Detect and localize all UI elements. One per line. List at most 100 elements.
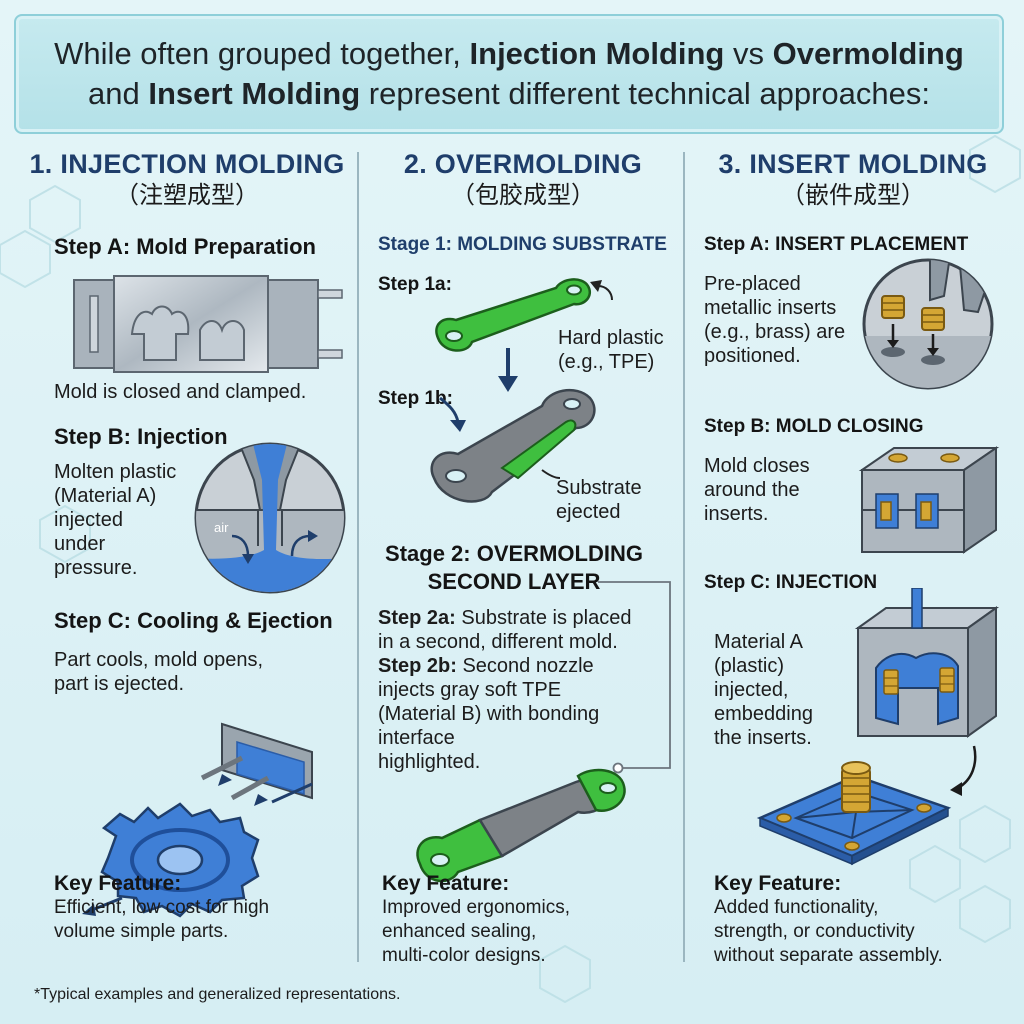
step-1b-heading: Step 1b: [378, 388, 453, 409]
text-line: Molten plastic [54, 461, 177, 483]
column-title: 3. INSERT MOLDING [718, 149, 988, 179]
overmolded-part-illustration [416, 768, 626, 883]
text-line: Step 2b: Second nozzle [378, 654, 631, 678]
key-feature-text: Improved ergonomics, enhanced sealing, m… [382, 896, 570, 968]
text-line: Efficient, low cost for high [54, 897, 270, 918]
text-line: SECOND LAYER [427, 569, 601, 594]
header-banner: While often grouped together, Injection … [14, 14, 1004, 134]
text-line: enhanced sealing, [382, 921, 537, 942]
green-substrate-illustration [435, 278, 613, 352]
column-overmolding: 2. OVERMOLDING （包胶成型） Stage 1: MOLDING S… [366, 148, 680, 966]
step-a-heading: Step A: INSERT PLACEMENT [704, 234, 969, 255]
stage-2-heading: Stage 2: OVERMOLDING SECOND LAYER [378, 540, 650, 596]
gear-ejection-illustration [82, 722, 313, 918]
text-line: Stage 2: OVERMOLDING [385, 541, 643, 566]
text-line: Pre-placed [704, 273, 801, 295]
text-line: Substrate [556, 477, 642, 499]
text-line: volume simple parts. [54, 921, 229, 942]
column-subtitle: （包胶成型） [451, 182, 595, 209]
arrow-down-icon [498, 348, 518, 392]
text-line: multi-color designs. [382, 945, 546, 966]
text-line: positioned. [704, 345, 801, 367]
key-feature-title: Key Feature: [382, 872, 510, 895]
text-line: under [54, 533, 106, 555]
finished-insert-part-illustration [756, 761, 952, 866]
step-b-text: Mold closes around the inserts. [704, 454, 810, 526]
text-line: Hard plastic [558, 327, 664, 349]
step-2a-text: Substrate is placed [455, 607, 632, 629]
text-line: Part cools, mold opens, [54, 649, 263, 671]
text-line: pressure. [54, 557, 138, 579]
step-a-heading: Step A: Mold Preparation [54, 234, 316, 259]
key-feature-title: Key Feature: [54, 872, 182, 895]
step-1b-label: Substrate ejected [556, 476, 642, 524]
text-line: Added functionality, [714, 897, 879, 918]
text-line: without separate assembly. [714, 945, 943, 966]
text-line: Mold closes [704, 455, 810, 477]
text-line: (Material B) with bonding [378, 703, 600, 725]
substrate-ejected-illustration [430, 389, 596, 503]
step-2b-label: Step 2b: [378, 655, 457, 677]
banner-line-2: and Insert Molding represent different t… [88, 74, 930, 114]
arrow-down-curved-icon [950, 745, 977, 796]
banner-line-1: While often grouped together, Injection … [54, 34, 964, 74]
text-line: (e.g., brass) are [704, 321, 846, 343]
injection-nozzle-illustration: air [194, 442, 346, 594]
text-line: part is ejected. [54, 673, 185, 695]
step-c-heading: Step C: Cooling & Ejection [54, 608, 333, 633]
step-2b-text: Second nozzle [456, 655, 594, 677]
text-line: strength, or conductivity [714, 921, 915, 942]
banner-term-injection: Injection Molding [469, 36, 725, 71]
banner-text: and [87, 76, 149, 111]
text-line: injected, [714, 679, 789, 701]
text-line: in a second, different mold. [378, 631, 618, 653]
banner-text: vs [724, 36, 773, 71]
text-line: embedding [714, 703, 813, 725]
banner-text: represent different technical approaches… [360, 76, 930, 111]
step-1a-label: Hard plastic (e.g., TPE) [558, 326, 664, 374]
text-line: (e.g., TPE) [558, 351, 655, 373]
mold-closing-illustration [858, 446, 1000, 554]
text-line: injected [54, 509, 123, 531]
step-a-text: Pre-placed metallic inserts (e.g., brass… [704, 272, 845, 368]
banner-term-overmolding: Overmolding [772, 36, 964, 71]
text-line: metallic inserts [704, 297, 837, 319]
text-line: Improved ergonomics, [382, 897, 570, 918]
column-subtitle: （注塑成型） [115, 182, 259, 209]
key-feature-text: Added functionality, strength, or conduc… [714, 896, 943, 968]
text-line: inserts. [704, 503, 769, 525]
text-line: Material A [714, 631, 803, 653]
step-c-text: Material A (plastic) injected, embedding… [714, 630, 813, 750]
text-line: injects gray soft TPE [378, 679, 562, 701]
insert-injection-illustration [854, 588, 1000, 738]
column-title: 1. INJECTION MOLDING [29, 149, 345, 179]
key-feature-title: Key Feature: [714, 872, 842, 895]
footer-note: *Typical examples and generalized repres… [34, 986, 401, 1003]
text-line: the inserts. [714, 727, 812, 749]
text-line: (plastic) [714, 655, 785, 677]
text-line: around the [704, 479, 800, 501]
step-a-text: Mold is closed and clamped. [54, 381, 307, 403]
text-line: ejected [556, 501, 621, 523]
step-c-heading: Step C: INJECTION [704, 572, 878, 593]
step-2a-label: Step 2a: [378, 607, 456, 629]
step-b-heading: Step B: Injection [54, 424, 228, 449]
text-line: Step 2a: Substrate is placed [378, 606, 631, 630]
step-b-heading: Step B: MOLD CLOSING [704, 416, 924, 437]
column-insert-molding: 3. INSERT MOLDING （嵌件成型） Step A: INSERT … [692, 148, 1014, 966]
column-divider-2 [683, 152, 685, 962]
callout-bracket [598, 581, 671, 774]
text-line: highlighted. [378, 751, 481, 773]
step-1a-heading: Step 1a: [378, 274, 452, 295]
text-line: (Material A) [54, 485, 157, 507]
text-line: interface [378, 727, 455, 749]
step-b-text: Molten plastic (Material A) injected und… [54, 460, 176, 580]
key-feature-text: Efficient, low cost for high volume simp… [54, 896, 269, 944]
column-title: 2. OVERMOLDING [403, 149, 643, 179]
banner-term-insert: Insert Molding [148, 76, 361, 111]
mold-illustration [73, 275, 343, 373]
stage-1-heading: Stage 1: MOLDING SUBSTRATE [378, 234, 667, 255]
column-subtitle: （嵌件成型） [781, 182, 925, 209]
stage-2-steps: Step 2a: Substrate is placed in a second… [378, 606, 631, 774]
